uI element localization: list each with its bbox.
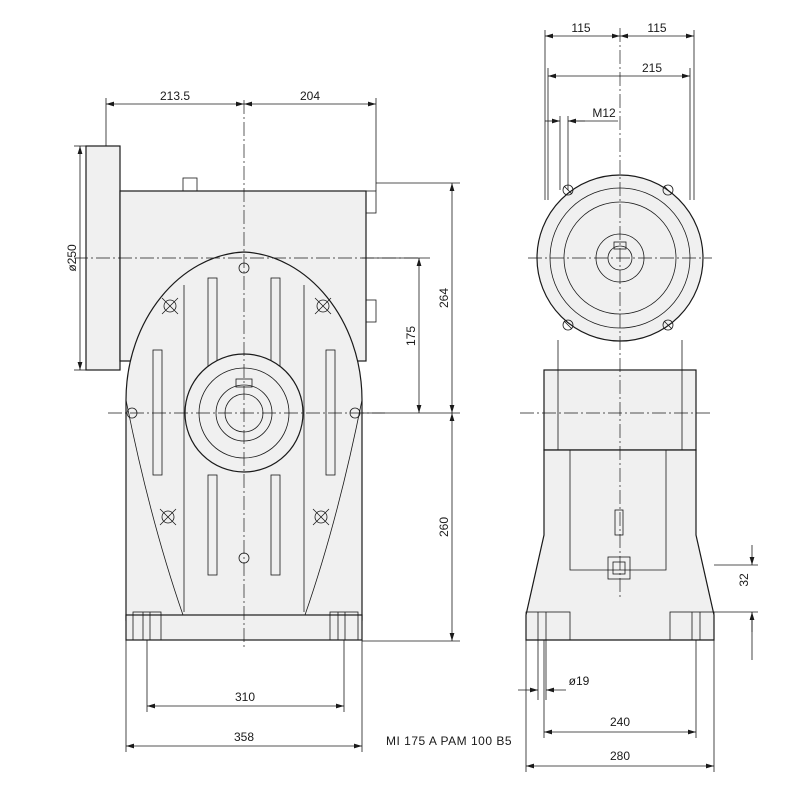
level-window (614, 509, 624, 536)
dim-m12: M12 (592, 106, 616, 120)
dim-240: 240 (610, 715, 630, 729)
dim-358: 358 (234, 730, 254, 744)
dim-115-right: 115 (647, 21, 666, 35)
rib-outer-right (304, 399, 363, 616)
side-inner-recess (569, 450, 667, 571)
dim-310: 310 (235, 690, 255, 704)
dim-175: 175 (404, 326, 418, 346)
breather-plug (182, 177, 198, 192)
side-foot-left (525, 611, 571, 641)
slot-6 (270, 474, 281, 576)
dim-115-left: 115 (571, 21, 590, 35)
drain-plug (607, 556, 631, 580)
dim-204: 204 (300, 89, 320, 103)
dim-32: 32 (737, 573, 751, 587)
rib-outer-left (125, 399, 184, 616)
housing-boss-top (365, 190, 377, 214)
dim-diameter-250: ø250 (65, 244, 79, 272)
slot-1 (152, 349, 163, 476)
dim-280: 280 (610, 749, 630, 763)
dim-diameter-19: ø19 (569, 674, 590, 688)
slot-5 (207, 474, 218, 576)
front-view: 213.5 204 ø250 264 175 260 310 358 (65, 89, 460, 752)
dim-215: 215 (642, 61, 662, 75)
model-caption: MI 175 A PAM 100 B5 (386, 734, 512, 748)
dim-213-5: 213.5 (160, 89, 190, 103)
dim-260: 260 (437, 517, 451, 537)
side-view: 115 115 215 M12 32 ø19 240 280 (518, 21, 758, 772)
dim-264: 264 (437, 288, 451, 308)
slot-2 (325, 349, 336, 476)
housing-boss-mid (365, 299, 377, 323)
